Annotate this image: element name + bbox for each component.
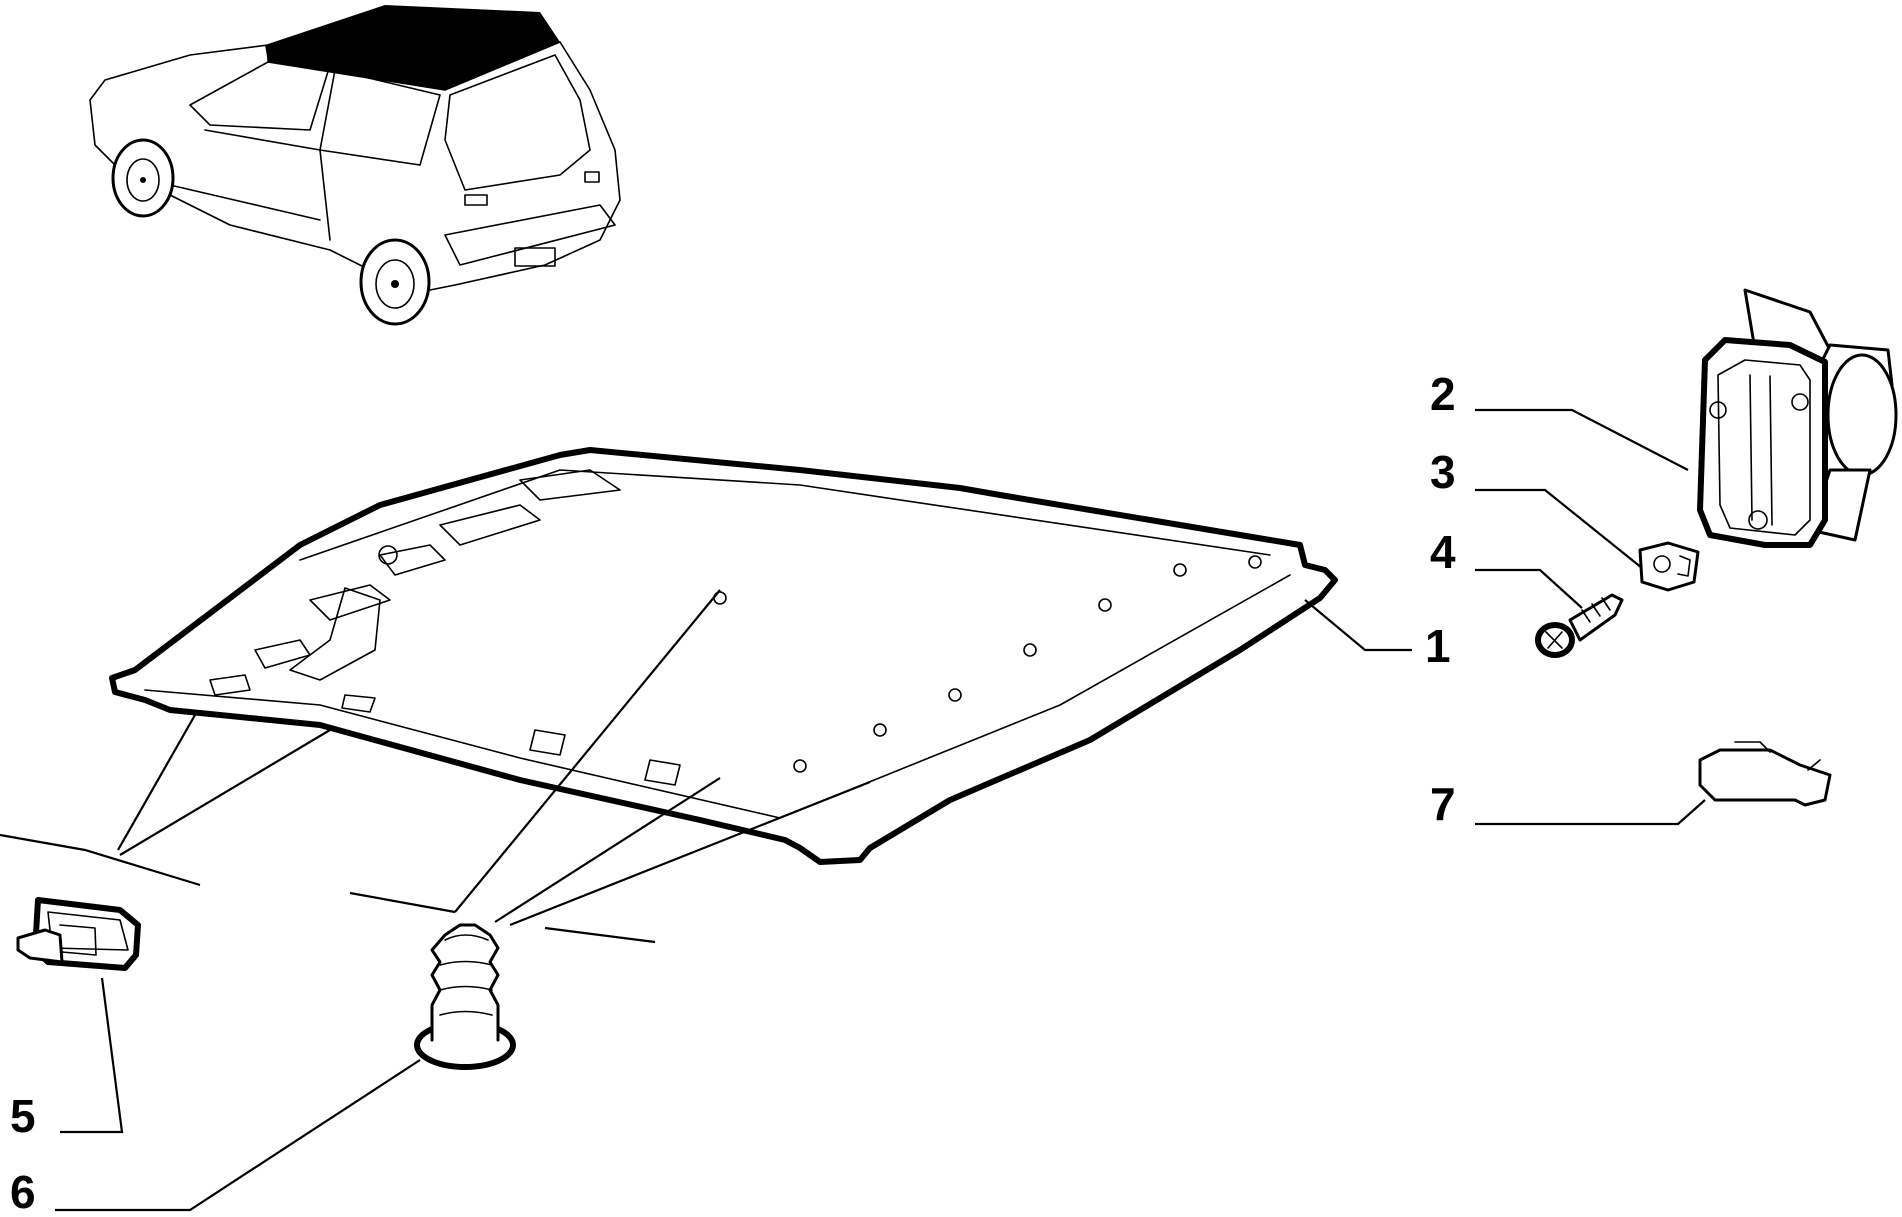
headliner-leader-lines <box>0 589 871 944</box>
nut-part-3 <box>1638 541 1700 592</box>
callout-1: 1 <box>1425 620 1451 672</box>
callout-6: 6 <box>10 1166 36 1217</box>
callout-labels: 1 2 3 4 5 6 7 <box>10 368 1456 1217</box>
callout-4: 4 <box>1430 526 1456 578</box>
callout-leaders <box>55 408 1706 1212</box>
headliner-outline <box>109 447 1338 865</box>
cap-part-7 <box>1698 741 1832 807</box>
callout-5: 5 <box>10 1090 36 1142</box>
push-fastener-part-6 <box>414 923 516 1070</box>
callout-3: 3 <box>1430 446 1456 498</box>
screw-part-4 <box>1535 593 1624 658</box>
headliner-fastener-holes <box>713 555 1262 773</box>
callout-7: 7 <box>1430 778 1456 830</box>
callout-2: 2 <box>1430 368 1456 420</box>
headliner-part <box>109 447 1338 865</box>
car-roof-highlight <box>265 5 560 90</box>
clip-part-5 <box>16 897 141 971</box>
bracket-part-2 <box>1697 288 1898 548</box>
car-overview-illustration <box>89 5 621 326</box>
